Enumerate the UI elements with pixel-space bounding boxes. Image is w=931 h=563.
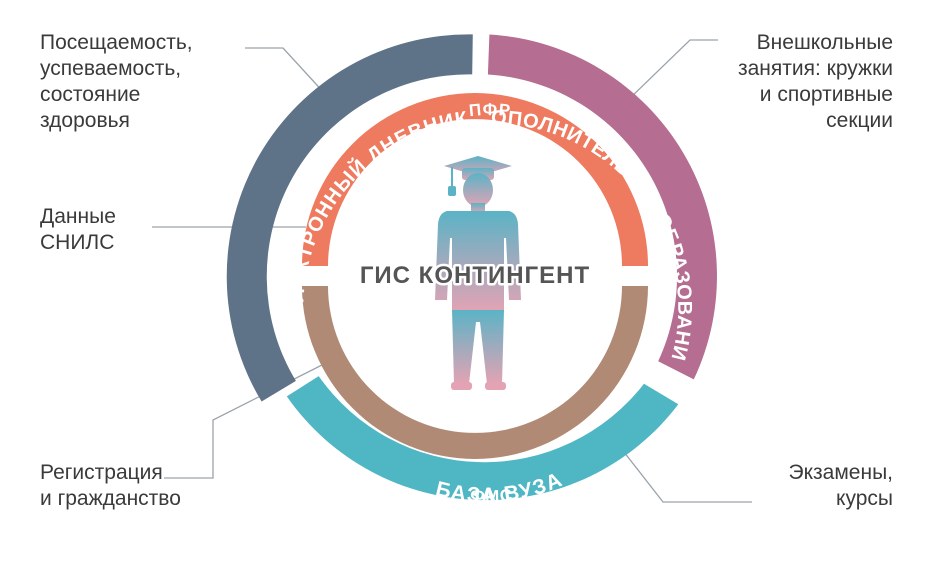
ring-segment-pfr — [302, 93, 648, 266]
annotation-activities: Внешкольные занятия: кружки и спортивные… — [738, 31, 893, 132]
leader-registration — [164, 364, 323, 479]
ring-label-fms: ФМС — [469, 485, 514, 505]
leader-lines — [152, 39, 752, 503]
leader-exams — [623, 451, 752, 503]
ring-label-pfr: ПФР — [468, 100, 512, 120]
annotation-exams: Экзамены, курсы — [788, 461, 893, 510]
ring-segment-diary — [226, 34, 473, 402]
ring-segment-extra — [487, 34, 717, 380]
annotation-registration: Регистрация и гражданство — [40, 461, 181, 510]
annotation-attendance: Посещаемость, успеваемость, состояние зд… — [40, 31, 193, 132]
graduate-figure-icon — [435, 156, 521, 390]
ring-segment-university — [286, 376, 679, 501]
center-title-halo: ГИС КОНТИНГЕНТ — [360, 262, 590, 289]
ring-segment-fms — [302, 286, 648, 459]
leader-activities — [625, 39, 718, 103]
leader-attendance — [245, 47, 328, 97]
annotation-snils: Данные СНИЛС — [40, 205, 116, 254]
center-title: ГИС КОНТИНГЕНТ — [360, 262, 590, 289]
